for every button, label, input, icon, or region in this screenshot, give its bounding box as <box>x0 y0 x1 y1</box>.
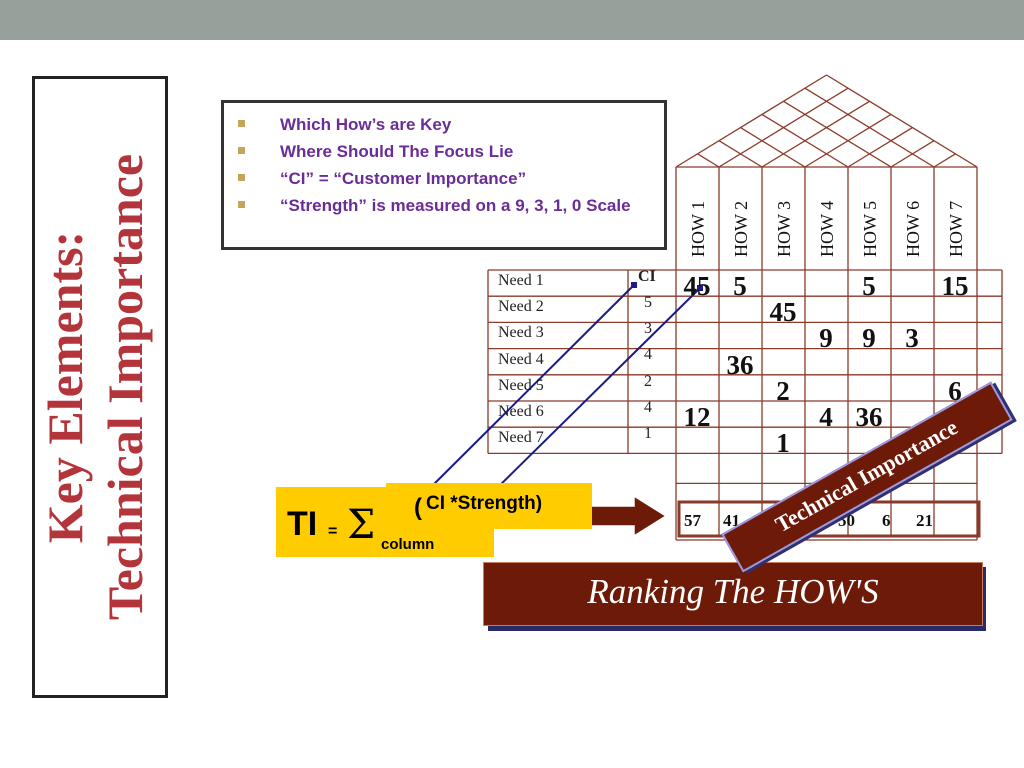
roof-lattice-line <box>697 153 720 168</box>
formula-equals: = <box>328 523 338 540</box>
strength-value: 6 <box>948 375 962 406</box>
roof-lattice-line <box>804 87 935 168</box>
roof-lattice-line <box>933 153 956 168</box>
title-box <box>32 76 168 698</box>
technical-importance-value: 57 <box>684 511 701 530</box>
bullet-box: Which How’s are Key Where Should The Foc… <box>221 100 667 250</box>
ci-value: 4 <box>644 346 652 364</box>
ci-value: 2 <box>644 372 652 390</box>
strength-value: 4 <box>819 402 833 432</box>
strength-value: 45 <box>683 271 711 301</box>
formula-sigma: Σ <box>347 502 376 548</box>
bullet-item: Where Should The Focus Lie <box>236 138 654 165</box>
roof-edge-left <box>675 74 827 168</box>
need-label: Need 4 <box>498 350 544 368</box>
need-label: Need 3 <box>498 324 544 342</box>
strength-value: 5 <box>733 271 747 301</box>
ranking-banner-text: Ranking The HOW'S <box>587 572 879 611</box>
strength-value: 9 <box>819 323 833 354</box>
bullet-text: Which How’s are Key <box>280 115 452 134</box>
strength-value: 12 <box>683 402 711 432</box>
roof-lattice-line <box>740 127 806 168</box>
bullet-item: Which How’s are Key <box>236 111 654 138</box>
strength-value: 45 <box>769 297 797 328</box>
bullet-square-icon <box>238 120 245 127</box>
how-label: HOW 3 <box>774 200 794 257</box>
ci-header: CI <box>638 268 656 285</box>
formula-background-top <box>386 483 592 529</box>
roof-lattice-line <box>847 127 913 168</box>
how-label: HOW 4 <box>817 200 837 257</box>
connector-line-ci <box>424 284 635 494</box>
formula-paren: ( <box>414 494 422 521</box>
formula-ti: TI <box>287 505 318 543</box>
need-label: Need 5 <box>498 376 544 394</box>
strength-value: 3 <box>905 323 919 354</box>
roof-edge-right <box>826 74 978 168</box>
bullet-item: “CI” = “Customer Importance” <box>236 165 654 192</box>
need-label: Need 6 <box>498 403 544 420</box>
bullet-square-icon <box>238 201 245 208</box>
formula-subscript: column <box>381 536 435 553</box>
formula-expression: CI *Strength) <box>426 493 543 514</box>
ranking-banner <box>483 562 983 626</box>
strength-value: 5 <box>862 271 876 301</box>
strength-value: 1 <box>776 428 790 459</box>
ci-value: 3 <box>644 320 652 338</box>
bullet-square-icon <box>238 174 245 181</box>
need-label: Need 1 <box>498 272 544 289</box>
how-label: HOW 6 <box>903 200 923 257</box>
strength-value: 9 <box>862 323 876 354</box>
need-label: Need 7 <box>498 429 544 447</box>
how-label: HOW 1 <box>688 200 708 257</box>
connector-endpoint <box>697 285 703 291</box>
technical-importance-value: 6 <box>882 511 891 530</box>
strength-value: 15 <box>941 271 969 301</box>
technical-importance-value: 21 <box>916 511 933 530</box>
ci-value: 4 <box>644 398 652 416</box>
ci-value: 1 <box>644 425 652 442</box>
bullet-text: “Strength” is measured on a 9, 3, 1, 0 S… <box>280 196 631 215</box>
need-label: Need 2 <box>498 298 544 316</box>
roof-lattice-line <box>761 100 870 168</box>
roof-lattice-line <box>761 113 849 168</box>
how-label: HOW 2 <box>731 200 751 257</box>
strength-value: 36 <box>855 402 883 432</box>
bullet-square-icon <box>238 147 245 154</box>
bullet-text: “CI” = “Customer Importance” <box>280 169 527 188</box>
roof-lattice-line <box>783 100 892 168</box>
strength-value: 36 <box>726 349 754 380</box>
bullet-text: Where Should The Focus Lie <box>280 142 514 161</box>
roof-lattice-line <box>718 140 763 168</box>
strength-value: 2 <box>776 375 790 406</box>
bullet-item: “Strength” is measured on a 9, 3, 1, 0 S… <box>236 192 654 219</box>
how-label: HOW 5 <box>860 200 880 257</box>
how-label: HOW 7 <box>946 200 966 257</box>
connector-endpoint <box>631 282 637 288</box>
top-bar <box>0 0 1024 40</box>
ci-value: 5 <box>644 294 652 311</box>
connector-line-strength <box>491 287 701 494</box>
